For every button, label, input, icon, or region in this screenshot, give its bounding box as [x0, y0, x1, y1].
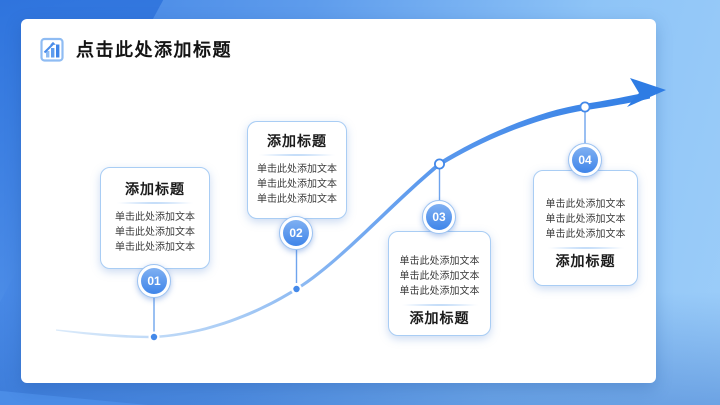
step-body-text[interactable]: 单击此处添加文本 单击此处添加文本 单击此处添加文本: [257, 162, 337, 207]
body-line[interactable]: 单击此处添加文本: [257, 179, 337, 190]
title-divider: [547, 247, 624, 249]
body-line[interactable]: 单击此处添加文本: [257, 164, 337, 175]
step-title[interactable]: 添加标题: [267, 133, 327, 149]
title-divider: [401, 304, 478, 306]
slide-header: 点击此处添加标题: [40, 35, 232, 62]
step-number-badge-2: 02: [279, 216, 313, 250]
step-number: 04: [572, 147, 598, 173]
step-card-2[interactable]: 添加标题 单击此处添加文本 单击此处添加文本 单击此处添加文本: [247, 121, 347, 219]
bar-chart-icon: [40, 37, 64, 62]
body-line[interactable]: 单击此处添加文本: [399, 271, 480, 282]
step-body-text[interactable]: 单击此处添加文本 单击此处添加文本 单击此处添加文本: [400, 254, 480, 299]
step-number-badge-3: 03: [422, 200, 456, 234]
title-divider: [117, 202, 193, 204]
step-body-text[interactable]: 单击此处添加文本 单击此处添加文本 单击此处添加文本: [115, 210, 195, 255]
step-number: 03: [426, 204, 452, 230]
step-title[interactable]: 添加标题: [409, 310, 470, 326]
body-line[interactable]: 单击此处添加文本: [115, 227, 195, 238]
step-title[interactable]: 添加标题: [555, 253, 616, 269]
body-line[interactable]: 单击此处添加文本: [257, 194, 337, 205]
step-number-badge-1: 01: [137, 264, 171, 298]
slide-title[interactable]: 点击此处添加标题: [76, 39, 232, 60]
step-title[interactable]: 添加标题: [125, 181, 185, 197]
step-card-4[interactable]: 单击此处添加文本 单击此处添加文本 单击此处添加文本 添加标题: [533, 170, 638, 286]
step-card-1[interactable]: 添加标题 单击此处添加文本 单击此处添加文本 单击此处添加文本: [100, 167, 210, 269]
step-card-3[interactable]: 单击此处添加文本 单击此处添加文本 单击此处添加文本 添加标题: [388, 231, 491, 336]
body-line[interactable]: 单击此处添加文本: [399, 286, 480, 297]
body-line[interactable]: 单击此处添加文本: [115, 212, 195, 223]
title-divider: [259, 154, 335, 156]
step-number: 01: [141, 268, 167, 294]
body-line[interactable]: 单击此处添加文本: [545, 199, 626, 210]
step-number-badge-4: 04: [568, 143, 602, 177]
step-body-text[interactable]: 单击此处添加文本 单击此处添加文本 单击此处添加文本: [546, 197, 626, 242]
body-line[interactable]: 单击此处添加文本: [399, 256, 480, 267]
step-number: 02: [283, 220, 309, 246]
body-line[interactable]: 单击此处添加文本: [115, 242, 195, 253]
body-line[interactable]: 单击此处添加文本: [545, 229, 626, 240]
body-line[interactable]: 单击此处添加文本: [545, 214, 626, 225]
